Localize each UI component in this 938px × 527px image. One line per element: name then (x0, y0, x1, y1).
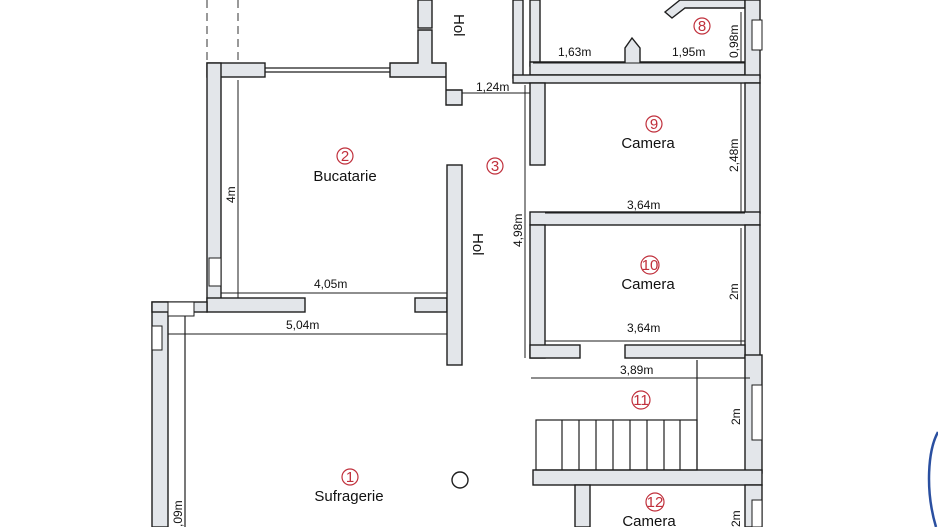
svg-text:Bucatarie: Bucatarie (313, 168, 376, 185)
svg-text:8: 8 (698, 18, 706, 35)
dim-3-64-top: 3,64m (627, 198, 660, 212)
kitchen-walls (206, 29, 463, 366)
dim-2m-room11: 2m (729, 408, 743, 425)
svg-text:9: 9 (650, 116, 658, 133)
room-9: 9 Camera (621, 115, 675, 152)
dim-1-24: 1,24m (476, 80, 509, 94)
dim-4-98: 4,98m (511, 214, 525, 247)
svg-text:12: 12 (647, 494, 664, 511)
hol-top-label: Hol (450, 14, 467, 37)
svg-text:Sufragerie: Sufragerie (314, 488, 383, 505)
bedroom-walls (512, 0, 763, 527)
stamp-seal (927, 431, 938, 527)
dim-living-height: ,09m (171, 500, 185, 527)
dimension-lines (168, 12, 750, 470)
room-10: 10 Camera (621, 255, 675, 293)
dim-1-63: 1,63m (558, 45, 591, 59)
dim-2-48: 2,48m (727, 139, 741, 172)
svg-text:11: 11 (633, 392, 649, 409)
svg-text:1: 1 (346, 469, 354, 486)
dim-4m: 4m (224, 186, 238, 203)
dim-2m-room10: 2m (727, 283, 741, 300)
dim-3-64-bottom: 3,64m (627, 321, 660, 335)
room-3: 3 Hol (469, 157, 504, 256)
svg-text:Hol: Hol (469, 233, 486, 256)
dim-2m-room12: 2m (729, 510, 743, 527)
column-symbol (451, 471, 469, 489)
room-12: 12 Camera (622, 492, 676, 527)
dim-5-04: 5,04m (286, 318, 319, 332)
svg-text:Camera: Camera (621, 135, 675, 152)
svg-text:Camera: Camera (622, 513, 676, 527)
room-1: 1 Sufragerie (314, 468, 384, 505)
dim-3-89: 3,89m (620, 363, 653, 377)
dim-1-95: 1,95m (672, 45, 705, 59)
room-11: 11 (631, 390, 651, 410)
dim-4-05: 4,05m (314, 277, 347, 291)
svg-text:3: 3 (491, 158, 499, 175)
hol-top-wall (417, 0, 433, 29)
staircase (535, 419, 698, 471)
svg-text:Camera: Camera (621, 276, 675, 293)
svg-text:10: 10 (642, 257, 659, 274)
room-2: 2 Bucatarie (313, 147, 377, 185)
room-8: 8 (693, 17, 711, 35)
dim-0-98: 0,98m (727, 25, 741, 58)
living-room-walls (151, 301, 208, 527)
svg-text:2: 2 (341, 148, 349, 165)
